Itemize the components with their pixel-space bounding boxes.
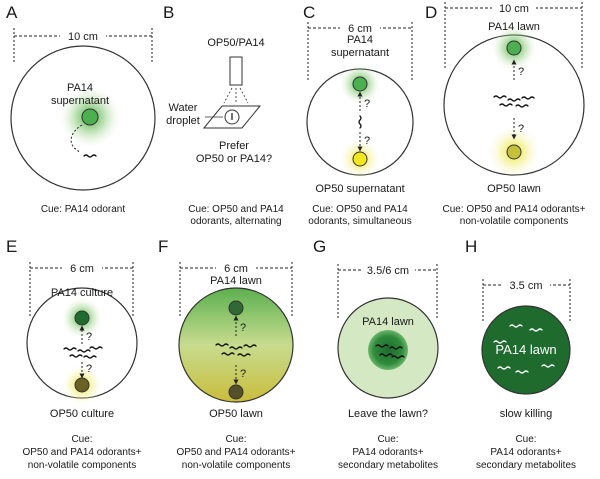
panel-c: C 6 cm PA14 supernatant ? ? OP50 superna… <box>303 3 414 227</box>
measure-label-e: 6 cm <box>70 263 94 275</box>
panel-letter-c: C <box>303 3 315 22</box>
cue-f-3: non-volatile components <box>182 460 290 471</box>
cue-e-2: OP50 and PA14 odorants+ <box>22 447 141 458</box>
measure-c: 6 cm <box>307 21 413 80</box>
panel-letter-g: G <box>313 237 326 256</box>
panel-letter-d: D <box>425 3 437 22</box>
pa14-lawn-d <box>506 40 522 56</box>
panel-h: H 3.5 cm PA14 lawn slow killing Cue: PA1… <box>465 237 576 471</box>
label-b-prefer1: Prefer <box>219 140 249 152</box>
cue-e-1: Cue: <box>71 434 92 445</box>
measure-a: 10 cm <box>13 28 153 62</box>
cue-b-1: Cue: OP50 and PA14 <box>188 204 284 215</box>
cue-a: Cue: PA14 odorant <box>41 204 126 215</box>
pa14-lawn-h <box>481 305 571 395</box>
label-e-bottom: OP50 culture <box>50 408 114 420</box>
panel-f: F 6 cm PA14 lawn ? ? OP50 lawn Cue: OP50… <box>158 237 296 471</box>
op50-culture-e <box>74 377 90 393</box>
measure-label-h: 3.5 cm <box>509 280 542 292</box>
label-c-bottom: OP50 supernatant <box>315 183 404 195</box>
label-b-top: OP50/PA14 <box>207 37 264 49</box>
question-d-1: ? <box>518 66 524 78</box>
label-f-top: PA14 lawn <box>210 275 262 287</box>
worm-path-a <box>70 124 83 153</box>
label-h-question: slow killing <box>500 408 553 420</box>
label-b-water2: droplet <box>166 115 200 127</box>
label-d-bottom: OP50 lawn <box>487 183 541 195</box>
measure-label-g: 3.5/6 cm <box>367 265 409 277</box>
label-b-prefer2: OP50 or PA14? <box>196 153 272 165</box>
panel-letter-f: F <box>158 237 168 256</box>
question-e-1: ? <box>86 331 92 343</box>
question-f-1: ? <box>240 322 246 334</box>
question-d-2: ? <box>518 123 524 135</box>
label-f-bottom: OP50 lawn <box>209 408 263 420</box>
measure-label-d: 10 cm <box>499 3 529 15</box>
cue-g-2: PA14 odorants+ <box>352 447 423 458</box>
measure-f: 6 cm <box>179 261 293 318</box>
cue-h-2: PA14 odorants+ <box>490 447 561 458</box>
measure-h: 3.5 cm <box>482 278 571 322</box>
label-e-top: PA14 culture <box>51 287 113 299</box>
petri-dish-f <box>178 287 294 403</box>
cue-h-3: secondary metabolites <box>476 460 576 471</box>
cue-b-2: odorants, alternating <box>190 216 281 227</box>
question-c-2: ? <box>364 135 370 147</box>
panel-letter-h: H <box>465 237 477 256</box>
panel-letter-a: A <box>6 3 18 22</box>
cue-d-1: Cue: OP50 and PA14 odorants+ <box>443 204 586 215</box>
odor-puffs-b <box>223 87 249 104</box>
cue-c-2: odorants, simultaneous <box>308 216 411 227</box>
cue-f-2: OP50 and PA14 odorants+ <box>176 447 295 458</box>
op50-lawn-d <box>506 144 522 160</box>
panel-g: G 3.5/6 cm PA14 lawn Leave the lawn? Cue… <box>313 237 439 471</box>
panel-letter-b: B <box>163 3 174 22</box>
cue-g-3: secondary metabolites <box>338 460 438 471</box>
label-b-water1: Water <box>169 102 198 114</box>
cue-c-1: Cue: OP50 and PA14 <box>312 204 408 215</box>
label-c-2: supernatant <box>331 47 389 59</box>
measure-label-a: 10 cm <box>68 31 98 43</box>
panel-a: A 10 cm PA14 supernatant Cue: PA14 odora… <box>6 3 156 215</box>
measure-label-f: 6 cm <box>224 263 248 275</box>
label-d-top: PA14 lawn <box>488 21 540 33</box>
op50-spot-c <box>352 151 368 167</box>
label-a-2: supernatant <box>51 95 109 107</box>
question-c-1: ? <box>364 98 370 110</box>
measure-label-c: 6 cm <box>348 23 372 35</box>
label-a-1: PA14 <box>67 82 93 94</box>
measure-d: 10 cm <box>444 1 583 70</box>
measure-g: 3.5/6 cm <box>337 263 438 318</box>
panel-letter-e: E <box>6 237 17 256</box>
pa14-lawn-f <box>228 300 244 316</box>
op50-lawn-f <box>228 384 244 400</box>
pa14-spot-a <box>81 108 99 126</box>
cue-d-2: non-volatile components <box>460 216 568 227</box>
cue-e-3: non-volatile components <box>28 460 136 471</box>
cue-h-1: Cue: <box>515 434 536 445</box>
cue-f-1: Cue: <box>225 434 246 445</box>
odor-tube-b <box>229 56 243 86</box>
panel-b: B OP50/PA14 Water droplet Prefer OP50 or… <box>163 3 284 227</box>
question-e-2: ? <box>86 363 92 375</box>
measure-e: 6 cm <box>29 261 134 318</box>
pa14-culture-e <box>74 310 90 326</box>
panel-e: E 6 cm PA14 culture ? ? OP50 culture Cue… <box>6 237 142 471</box>
label-g-question: Leave the lawn? <box>348 408 428 420</box>
pa14-lawn-g <box>368 330 408 370</box>
question-f-2: ? <box>240 368 246 380</box>
cue-g-1: Cue: <box>377 434 398 445</box>
panel-d: D 10 cm PA14 lawn ? ? OP50 lawn Cue: OP5… <box>425 1 586 227</box>
pa14-spot-c <box>352 76 368 92</box>
label-c-1: PA14 <box>347 34 373 46</box>
label-h-lawn: PA14 lawn <box>495 342 556 357</box>
label-g-lawn: PA14 lawn <box>362 316 414 328</box>
